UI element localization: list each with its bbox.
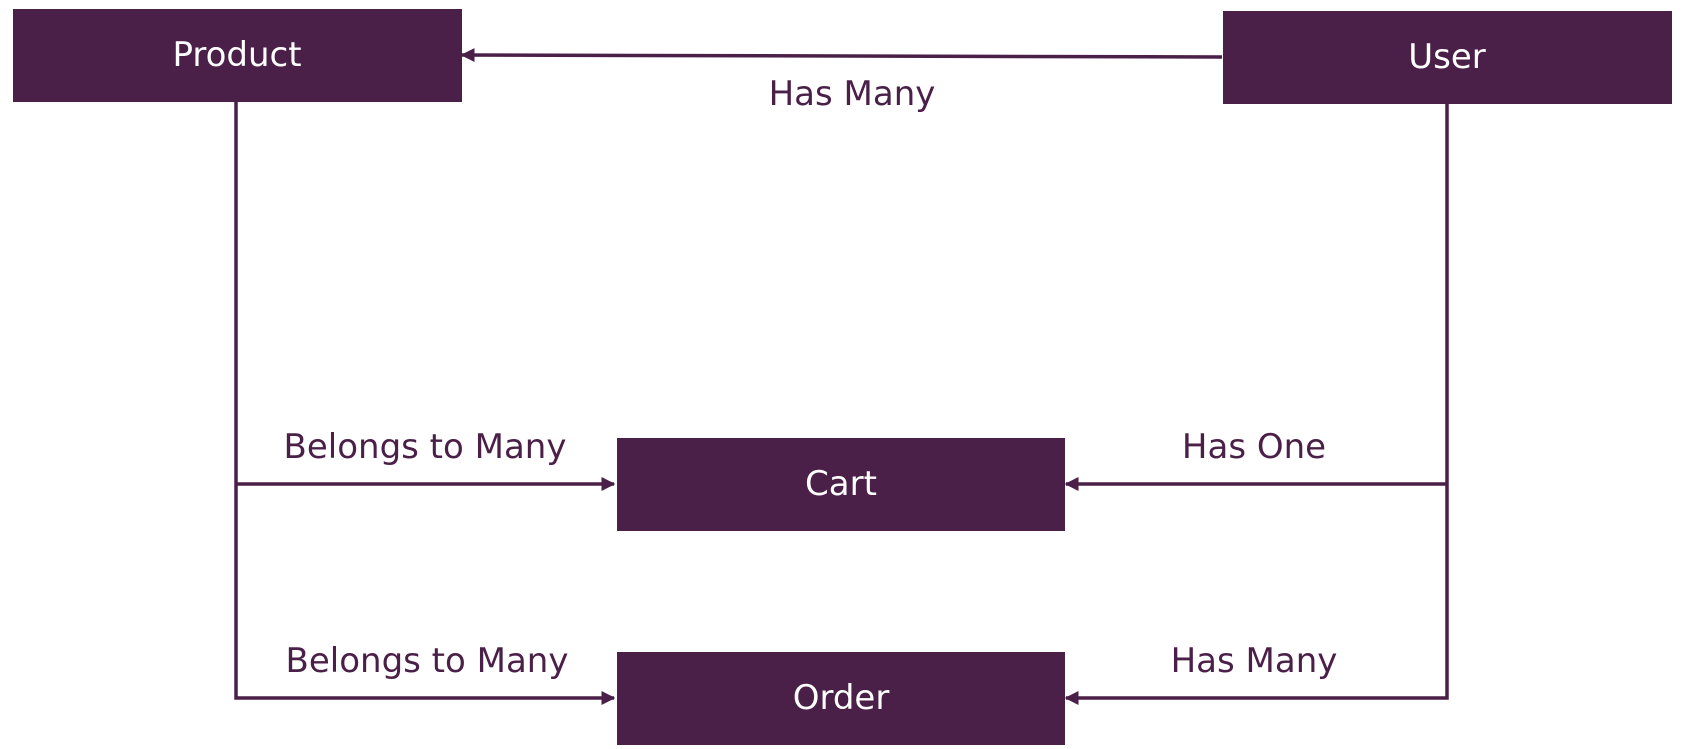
node-order-label: Order bbox=[793, 678, 890, 718]
label-user-product: Has Many bbox=[769, 74, 936, 114]
node-product-label: Product bbox=[172, 35, 301, 75]
edge-user-trunk bbox=[1064, 104, 1449, 705]
node-cart: Cart bbox=[617, 438, 1065, 531]
label-user-order: Has Many bbox=[1171, 641, 1338, 681]
node-cart-label: Cart bbox=[805, 464, 877, 504]
node-user-label: User bbox=[1408, 37, 1486, 77]
edge-user-to-product bbox=[460, 48, 1223, 63]
label-product-cart: Belongs to Many bbox=[284, 427, 567, 467]
node-user: User bbox=[1223, 11, 1672, 104]
label-user-cart: Has One bbox=[1182, 427, 1326, 467]
label-product-order: Belongs to Many bbox=[286, 641, 569, 681]
edge-product-trunk bbox=[234, 102, 616, 705]
node-product: Product bbox=[13, 9, 462, 102]
node-order: Order bbox=[617, 652, 1065, 745]
